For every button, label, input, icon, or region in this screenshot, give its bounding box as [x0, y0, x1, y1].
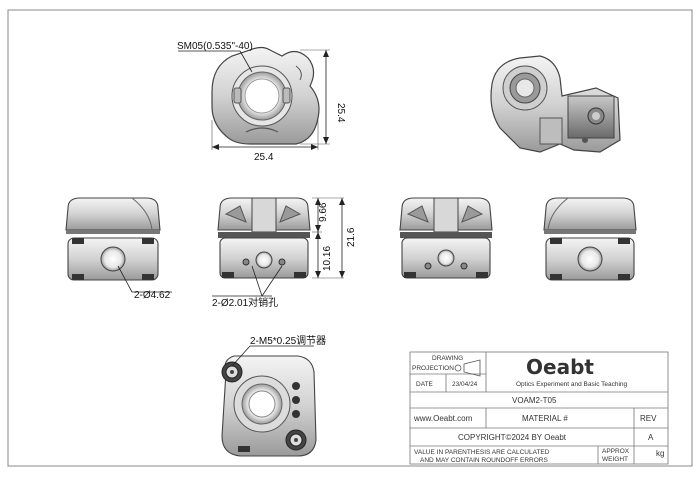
pin-hole-label: 2-Ø2.01对销孔 — [212, 296, 278, 309]
rev-value: A — [648, 433, 654, 442]
height-total-label: 21.6 — [346, 227, 357, 247]
weight-label-1: APPROX — [602, 448, 630, 455]
top-view — [211, 46, 320, 145]
side-view-2 — [217, 197, 311, 279]
website: www.Oeabt.com — [413, 414, 473, 423]
bottom-view — [221, 355, 317, 457]
dim-adjust-screw: 2-M5*0.25调节器 — [231, 335, 326, 367]
dim-width-top: 25.4 — [211, 120, 319, 163]
hole-dia-label: 2-Ø4.62 — [134, 290, 171, 301]
isometric-view — [490, 55, 621, 153]
rev-label: REV — [640, 414, 657, 423]
projection-symbol — [454, 359, 481, 377]
projection-label: PROJECTION — [412, 365, 454, 372]
dim-pin-hole: 2-Ø2.01对销孔 — [212, 265, 283, 309]
weight-unit: kg — [656, 449, 664, 458]
width-top-label: 25.4 — [254, 152, 274, 163]
disclaimer-line-1: VALUE IN PARENTHESIS ARE CALCULATED — [414, 449, 550, 456]
date-label: DATE — [416, 381, 434, 388]
height-top-label: 25.4 — [335, 103, 346, 123]
side-view-3 — [399, 197, 493, 279]
brand-logo: Oeabt — [526, 355, 594, 379]
part-number: VOAM2-T05 — [512, 396, 557, 405]
brand-tagline: Optics Experiment and Basic Teaching — [516, 381, 628, 388]
title-block — [409, 351, 669, 465]
side-view-1 — [65, 197, 161, 281]
drawing-label: DRAWING — [432, 355, 463, 362]
dim-thread: SM05(0.535"-40) — [177, 41, 253, 73]
weight-label-2: WEIGHT — [602, 456, 628, 463]
material-label: MATERIAL # — [522, 414, 568, 423]
sheet-border — [7, 9, 693, 467]
date-value: 23/04/24 — [452, 381, 478, 388]
dim-hole-dia: 2-Ø4.62 — [117, 265, 172, 301]
width-side-label: 9.66 — [318, 202, 329, 222]
side-view-4 — [543, 197, 637, 281]
dim-height-top: 25.4 — [300, 49, 346, 145]
adjust-screw-label: 2-M5*0.25调节器 — [250, 335, 326, 347]
disclaimer-line-2: AND MAY CONTAIN ROUNDOFF ERRORS — [420, 457, 549, 464]
thread-label: SM05(0.535"-40) — [177, 41, 253, 52]
height-lower-label: 10.16 — [322, 246, 333, 271]
copyright: COPYRIGHT©2024 BY Oeabt — [458, 433, 567, 442]
dim-heights-side: 9.66 10.16 21.6 — [312, 197, 357, 279]
